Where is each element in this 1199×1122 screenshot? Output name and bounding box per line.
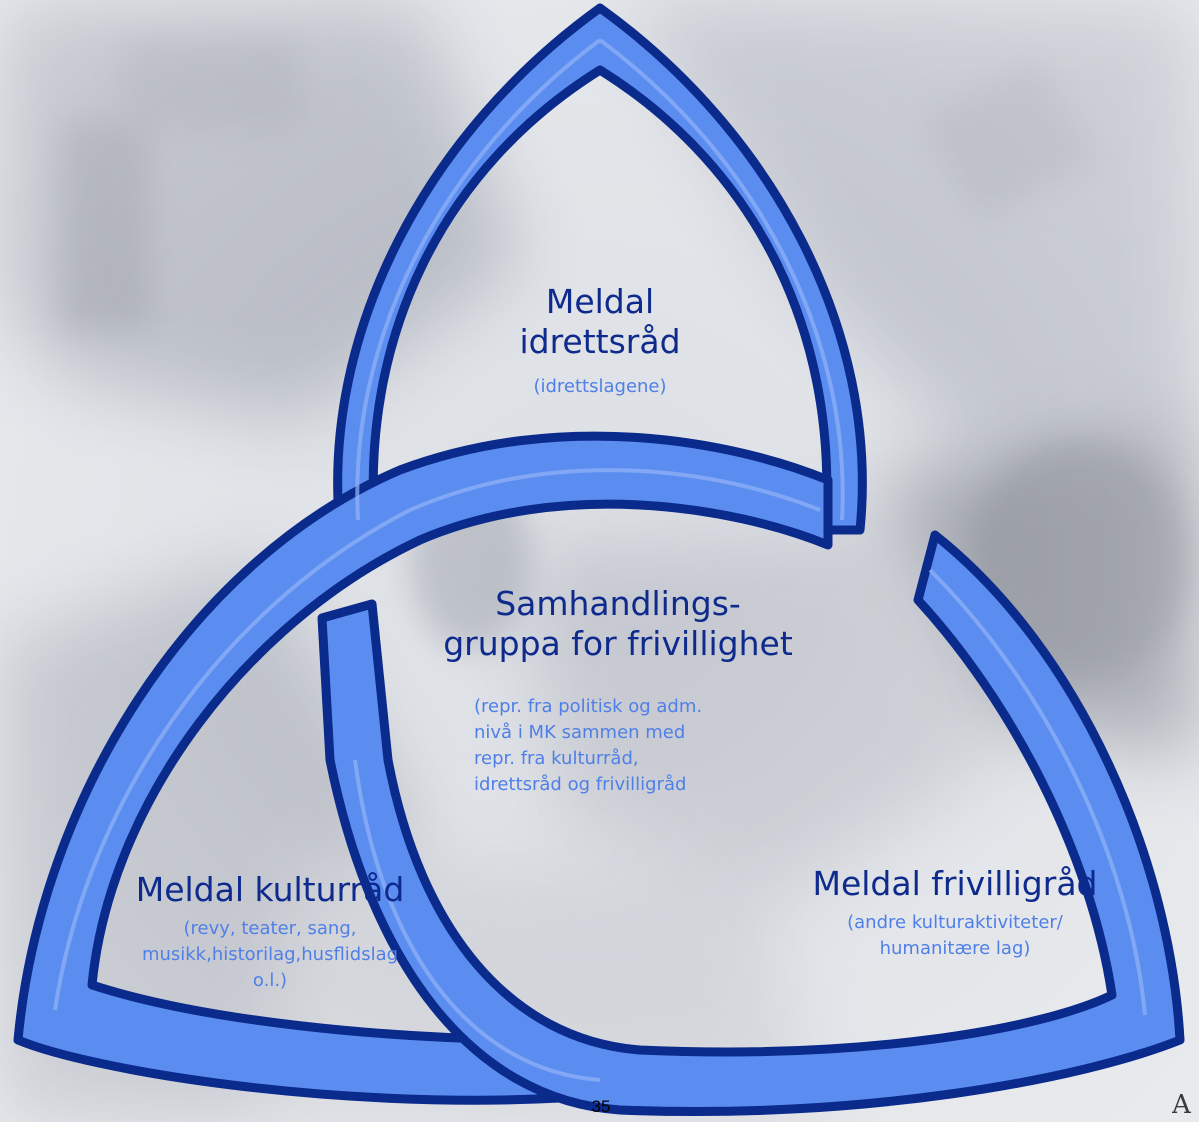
right-lobe-title: Meldal frivilligråd <box>812 864 1098 903</box>
top-lobe-title-line2: idrettsråd <box>519 322 681 361</box>
left-lobe-title: Meldal kulturråd <box>135 870 405 909</box>
left-sub-line1: (revy, teater, sang, <box>183 918 357 939</box>
center-sub-line3: repr. fra kulturråd, <box>474 748 639 769</box>
top-lobe-label: Meldal idrettsråd (idrettslagene) <box>470 282 730 400</box>
center-sub-line4: idrettsråd og frivilligråd <box>474 774 687 795</box>
center-label: Samhandlings- gruppa for frivillighet <box>408 584 828 664</box>
left-sub-line3: o.l.) <box>252 970 288 991</box>
center-title-line2: gruppa for frivillighet <box>443 624 793 663</box>
left-lobe-label: Meldal kulturråd (revy, teater, sang, mu… <box>80 870 460 994</box>
top-lobe-title-line1: Meldal <box>545 282 655 321</box>
left-sub-line2: musikk,historilag,husflidslag <box>141 944 399 965</box>
center-title-line1: Samhandlings- <box>495 584 741 623</box>
center-sub-line2: nivå i MK sammen med <box>474 722 686 743</box>
right-lobe-label: Meldal frivilligråd (andre kulturaktivit… <box>790 864 1120 962</box>
right-lobe-ring <box>317 530 1185 1117</box>
page-number: 35 <box>591 1097 611 1116</box>
center-sub-line1: (repr. fra politisk og adm. <box>474 696 703 717</box>
top-lobe-ring <box>333 3 867 535</box>
right-sub-line1: (andre kulturaktiviteter/ <box>847 912 1063 933</box>
top-lobe-subtitle: (idrettslagene) <box>533 376 667 397</box>
corner-logo-icon: A <box>1172 1090 1191 1120</box>
left-lobe-ring <box>13 431 833 1105</box>
right-sub-line2: humanitære lag) <box>879 938 1031 959</box>
center-subtitle: (repr. fra politisk og adm. nivå i MK sa… <box>474 694 774 798</box>
